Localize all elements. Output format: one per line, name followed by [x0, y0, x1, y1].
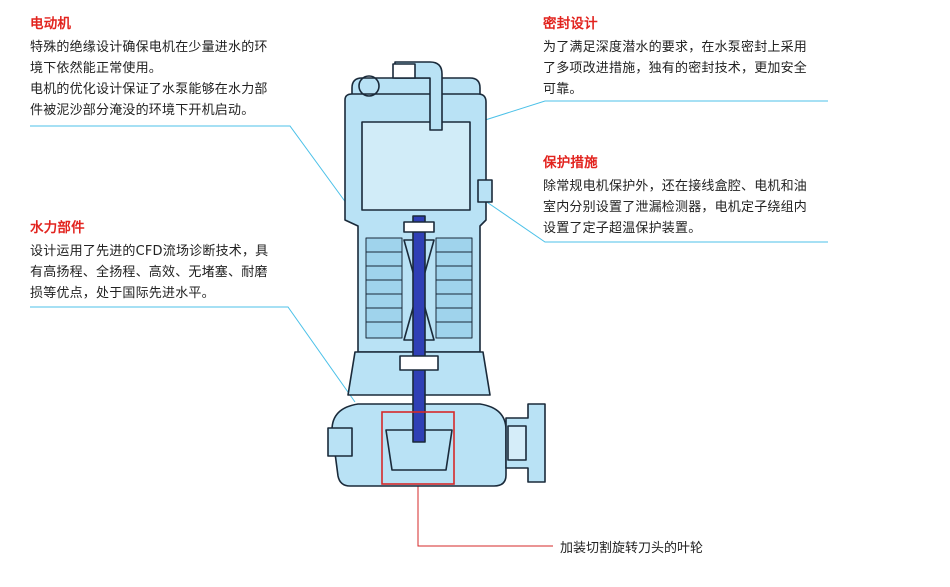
impeller — [385, 429, 453, 471]
callout-seal: 密封设计 为了满足深度潜水的要求，在水泵密封上采用 了多项改进措施，独有的密封技… — [543, 14, 843, 100]
callout-text-line: 电机的优化设计保证了水泵能够在水力部 — [30, 82, 268, 97]
callout-title-hydraulic: 水力部件 — [30, 220, 85, 236]
callout-text-line: 了多项改进措施，独有的密封技术，更加安全 — [543, 61, 808, 76]
stator-left — [365, 237, 403, 339]
pump-shaft — [412, 215, 426, 443]
callout-title-motor: 电动机 — [30, 16, 72, 32]
callout-text-line: 可靠。 — [543, 82, 583, 97]
callout-impeller: 加装切割旋转刀头的叶轮 — [560, 541, 704, 556]
callout-text-line: 设置了定子超温保护装置。 — [543, 221, 702, 236]
pump-top-cap — [351, 77, 481, 96]
callout-title-seal: 密封设计 — [543, 16, 598, 32]
pump-body — [327, 61, 546, 487]
leader-line-hydraulic — [30, 306, 356, 403]
leader-line-seal — [459, 100, 828, 129]
callout-text-line: 除常规电机保护外，还在接线盒腔、电机和油 — [543, 179, 808, 194]
leader-line-impeller — [417, 484, 553, 547]
callout-text-line: 境下依然能正常使用。 — [30, 61, 163, 76]
upper-bearing — [403, 221, 435, 233]
callout-text-line: 为了满足深度潜水的要求，在水泵密封上采用 — [543, 40, 808, 55]
impeller-highlight-box — [381, 411, 455, 485]
callout-text-line: 设计运用了先进的CFD流场诊断技术，具 — [30, 244, 269, 259]
callout-protection: 保护措施 除常规电机保护外，还在接线盒腔、电机和油 室内分别设置了泄漏检测器，电… — [543, 153, 843, 239]
callout-text-line: 件被泥沙部分淹没的环境下开机启动。 — [30, 103, 255, 118]
callout-text-line: 特殊的绝缘设计确保电机在少量进水的环 — [30, 40, 268, 55]
side-fitting — [477, 179, 493, 203]
leader-line-protection — [477, 195, 828, 243]
callout-text-line: 有高扬程、全扬程、高效、无堵塞、耐磨 — [30, 265, 268, 280]
callout-hydraulic: 水力部件 设计运用了先进的CFD流场诊断技术，具 有高扬程、全扬程、高效、无堵塞… — [30, 218, 305, 304]
winding-lines — [366, 251, 472, 323]
lifting-ring — [358, 75, 380, 97]
base-flange-left — [327, 427, 353, 457]
cable-entry — [394, 61, 443, 131]
leader-line-motor — [30, 125, 361, 223]
lower-bearing — [399, 355, 439, 371]
cable-gland — [392, 63, 416, 79]
callout-title-protection: 保护措施 — [543, 155, 598, 171]
stator-right — [435, 237, 473, 339]
stator-windings — [365, 237, 473, 339]
discharge-bore — [507, 425, 527, 461]
callout-text-line: 室内分别设置了泄漏检测器，电机定子绕组内 — [543, 200, 808, 215]
junction-box-cavity — [361, 121, 471, 211]
callout-text-line: 损等优点，处于国际先进水平。 — [30, 286, 215, 301]
leader-lines — [30, 100, 828, 547]
callout-motor: 电动机 特殊的绝缘设计确保电机在少量进水的环 境下依然能正常使用。 电机的优化设… — [30, 14, 305, 121]
